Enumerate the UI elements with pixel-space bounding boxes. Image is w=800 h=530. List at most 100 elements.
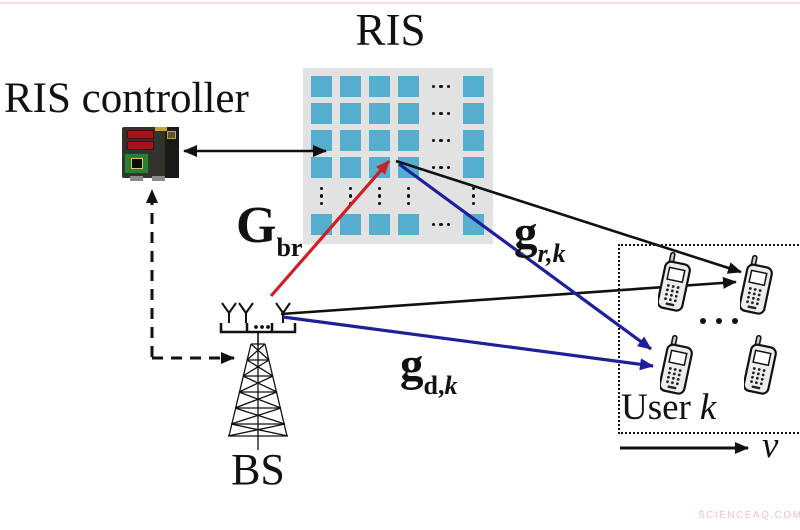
ris-cell <box>398 76 419 97</box>
bs-label: BS <box>231 445 285 494</box>
controller-connector-icon <box>155 127 167 131</box>
ris-cell <box>369 130 390 151</box>
G-br-base: G <box>236 197 277 254</box>
ris-cell <box>369 76 390 97</box>
ris-element <box>340 103 361 124</box>
ellipsis-dots <box>319 186 324 206</box>
ris-cell <box>427 76 455 97</box>
ris-cell <box>340 76 361 97</box>
ris-element <box>369 76 390 97</box>
g-rk-base: g <box>514 207 538 259</box>
controller-side-panel <box>165 127 179 178</box>
ris-cell <box>398 130 419 151</box>
ellipsis-dots <box>431 138 451 143</box>
ris-cell <box>369 103 390 124</box>
ris-cell <box>463 214 484 235</box>
ris-cell <box>369 184 390 208</box>
watermark: SCIENCEAQ.COM <box>698 510 800 521</box>
ris-element <box>369 130 390 151</box>
user-label-text: User <box>621 387 691 428</box>
ris-cell <box>311 157 332 178</box>
ellipsis-dots <box>471 186 476 206</box>
ris-element <box>463 214 484 235</box>
ris-element <box>398 103 419 124</box>
ris-cell <box>340 214 361 235</box>
ris-element <box>369 103 390 124</box>
ris-cell <box>398 103 419 124</box>
G-br-sub: br <box>276 233 303 262</box>
g-dk-sub: k <box>444 371 458 400</box>
bs-tower-icon <box>219 302 297 450</box>
ris-cell <box>463 184 484 208</box>
ris-cell <box>311 103 332 124</box>
ris-user-arrow-blue <box>398 162 652 351</box>
bs-user-arrow-blue <box>282 315 654 371</box>
ellipsis-dots <box>377 186 382 206</box>
g-br-arrow <box>269 159 391 298</box>
ris-element <box>463 157 484 178</box>
ris-element <box>340 214 361 235</box>
ris-cell <box>427 157 455 178</box>
top-watermark-line <box>0 2 800 4</box>
g-rk-sub: r,k <box>537 239 566 268</box>
ellipsis-dots <box>406 186 411 206</box>
ris-element <box>311 157 332 178</box>
ris-cell <box>311 76 332 97</box>
ris-element <box>398 130 419 151</box>
ris-cell <box>398 214 419 235</box>
ellipsis-dots <box>431 111 451 116</box>
ris-element <box>463 130 484 151</box>
ris-title: RIS <box>355 5 426 55</box>
ris-cell <box>340 157 361 178</box>
ris-cell <box>311 184 332 208</box>
ris-element <box>311 214 332 235</box>
controller-red-switch-icon <box>127 130 154 139</box>
ris-element <box>340 130 361 151</box>
ris-element <box>398 214 419 235</box>
ris-cell <box>340 103 361 124</box>
channel-label-g-dk: gd,k <box>400 339 458 400</box>
ris-element <box>340 76 361 97</box>
controller-pcb-icon <box>124 153 149 174</box>
phone-icon <box>658 252 694 313</box>
ris-cell <box>463 76 484 97</box>
ris-cell <box>463 157 484 178</box>
ris-cell <box>398 184 419 208</box>
ris-cell <box>463 130 484 151</box>
ris-panel <box>303 68 493 244</box>
ris-element <box>369 214 390 235</box>
ris-element <box>463 76 484 97</box>
ris-cell <box>311 214 332 235</box>
ris-cell <box>369 214 390 235</box>
ris-user-arrow-black <box>395 159 742 274</box>
ris-cell <box>427 103 455 124</box>
controller-red-switch-icon <box>127 141 154 150</box>
user-group-box <box>618 244 800 434</box>
ris-element <box>340 157 361 178</box>
user-label-k: k <box>699 387 717 428</box>
channel-label-G-br: Gbr <box>236 196 302 263</box>
controller-connector-icon <box>130 176 143 181</box>
ellipsis-dots <box>431 84 451 89</box>
ris-controller-device <box>122 127 179 181</box>
ris-element <box>398 76 419 97</box>
ris-element <box>463 103 484 124</box>
channel-label-g-rk: gr,k <box>514 206 566 269</box>
ris-cell <box>463 103 484 124</box>
velocity-label: v <box>762 425 779 466</box>
ris-cell <box>340 130 361 151</box>
controller-small-chip-icon <box>167 131 176 139</box>
controller-connector-icon <box>152 176 165 181</box>
ris-element <box>311 103 332 124</box>
ris-cell <box>427 130 455 151</box>
phone-icon <box>740 255 776 316</box>
user-ellipsis-dots <box>700 318 738 324</box>
controller-chip-icon <box>131 158 143 169</box>
ellipsis-dots <box>431 165 451 170</box>
ris-controller-label: RIS controller <box>4 75 249 122</box>
ellipsis-dots <box>431 222 451 227</box>
ris-element <box>311 76 332 97</box>
